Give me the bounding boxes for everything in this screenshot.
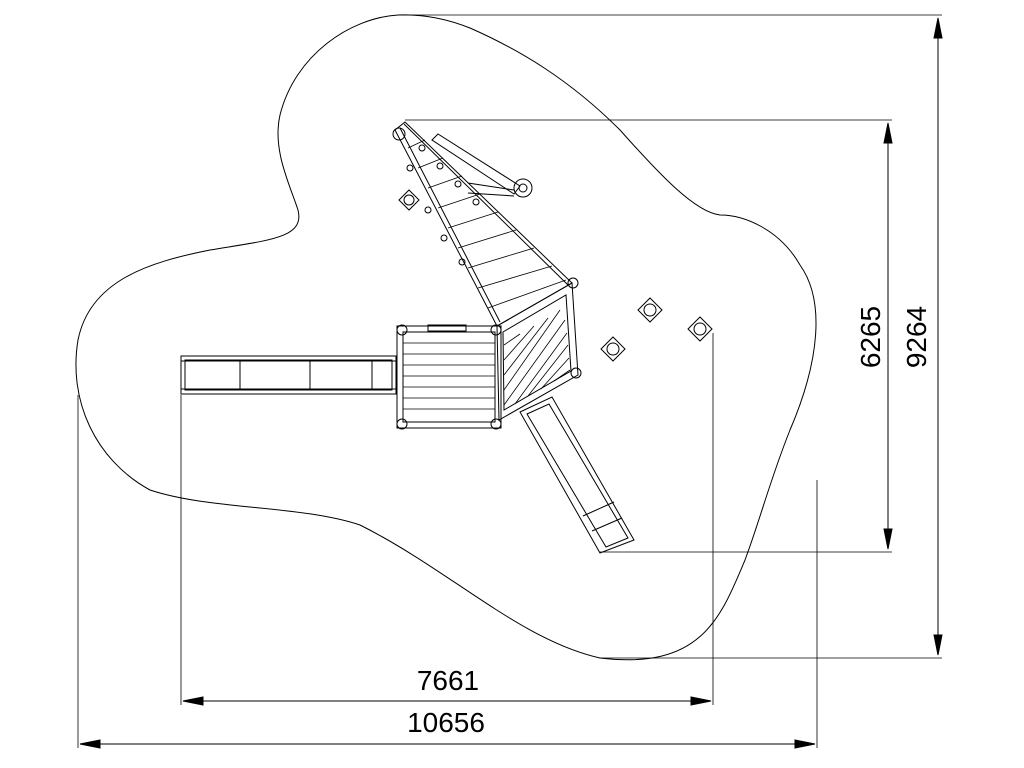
side-rail — [431, 133, 533, 198]
dimension-width-outer: 10656 — [407, 707, 485, 738]
dimension-lines — [79, 17, 943, 749]
diagonal-slide — [519, 396, 635, 554]
deck-hatching — [503, 309, 571, 406]
stepping-post-3 — [600, 336, 626, 362]
left-slide — [180, 355, 397, 395]
stepping-post-2 — [637, 297, 663, 323]
stepping-post-4 — [687, 316, 713, 342]
climbing-net — [392, 121, 573, 327]
deck-planks — [403, 342, 495, 410]
square-deck — [396, 324, 502, 430]
triangle-deck — [496, 277, 582, 421]
dimension-extension-lines — [77, 14, 942, 748]
dimension-depth-outer: 9264 — [901, 306, 932, 368]
stepping-post-1 — [398, 189, 420, 211]
dimension-depth-inner: 6265 — [855, 306, 886, 368]
dimension-width-inner: 7661 — [417, 665, 479, 696]
net-rungs — [407, 139, 567, 309]
safety-zone-outline — [75, 14, 817, 661]
